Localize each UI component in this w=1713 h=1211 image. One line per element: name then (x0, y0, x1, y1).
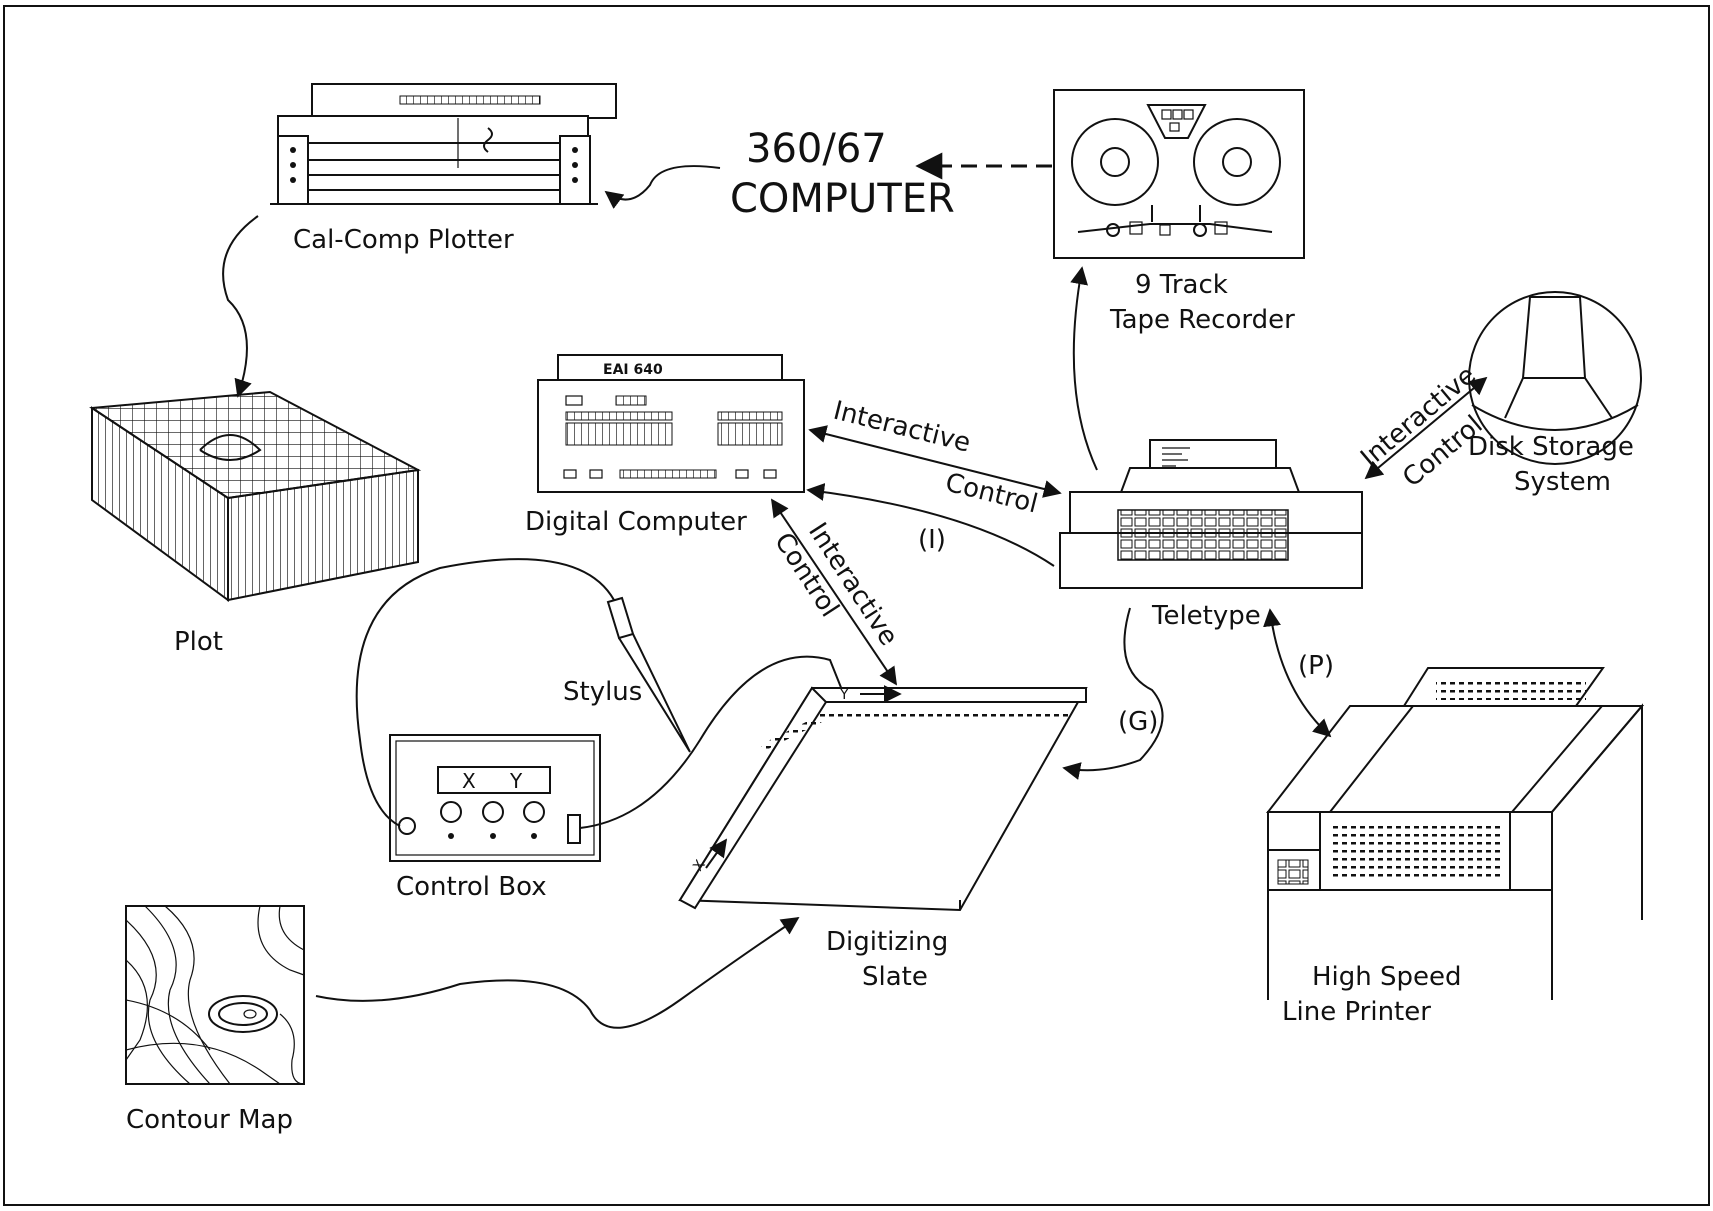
contour-to-slate-arrow (316, 918, 798, 1028)
teletype-to-tape-arrow (1074, 268, 1097, 470)
computer-teletype-interactive-label: Interactive (830, 396, 973, 459)
path-g-label: (G) (1118, 707, 1158, 737)
slate-axis-y: Y (839, 687, 849, 703)
control-box-x-label: X (462, 769, 476, 793)
path-p-label: (P) (1298, 651, 1334, 681)
disk-label-line2: System (1514, 467, 1611, 497)
tape-recorder (1054, 90, 1304, 258)
plotter-label: Cal-Comp Plotter (293, 225, 514, 255)
printer-label-line2: Line Printer (1282, 997, 1431, 1027)
teletype (1060, 440, 1362, 588)
digitizing-slate (680, 688, 1086, 910)
slate-label-line1: Digitizing (826, 927, 948, 957)
teletype-label: Teletype (1151, 601, 1261, 631)
computer-label-line2: COMPUTER (730, 176, 955, 222)
tape-label-line2: Tape Recorder (1109, 305, 1295, 335)
eai-plate-label: EAI 640 (603, 362, 663, 378)
calcomp-plotter (270, 84, 616, 204)
stylus-label: Stylus (563, 677, 642, 707)
printer-label-line1: High Speed (1312, 962, 1462, 992)
digital-computer-label: Digital Computer (525, 507, 747, 537)
control-box-y-label: Y (509, 769, 523, 793)
disk-label-line1: Disk Storage (1468, 432, 1634, 462)
plot-label: Plot (174, 627, 223, 657)
computer-to-plotter-arrow (606, 166, 720, 199)
control-box-label: Control Box (396, 872, 547, 902)
contour-map-label: Contour Map (126, 1105, 293, 1135)
computer-label-line1: 360/67 (746, 126, 887, 172)
contour-map (126, 906, 304, 1084)
path-i-label: (I) (918, 525, 946, 555)
plotter-to-plot-arrow (223, 216, 258, 396)
control-box (390, 735, 600, 861)
line-printer (1268, 668, 1642, 1000)
slate-label-line2: Slate (862, 962, 928, 992)
digital-computer: EAI 640 (538, 355, 804, 492)
tape-label-line1: 9 Track (1135, 270, 1228, 300)
plot-terrain (92, 392, 418, 600)
